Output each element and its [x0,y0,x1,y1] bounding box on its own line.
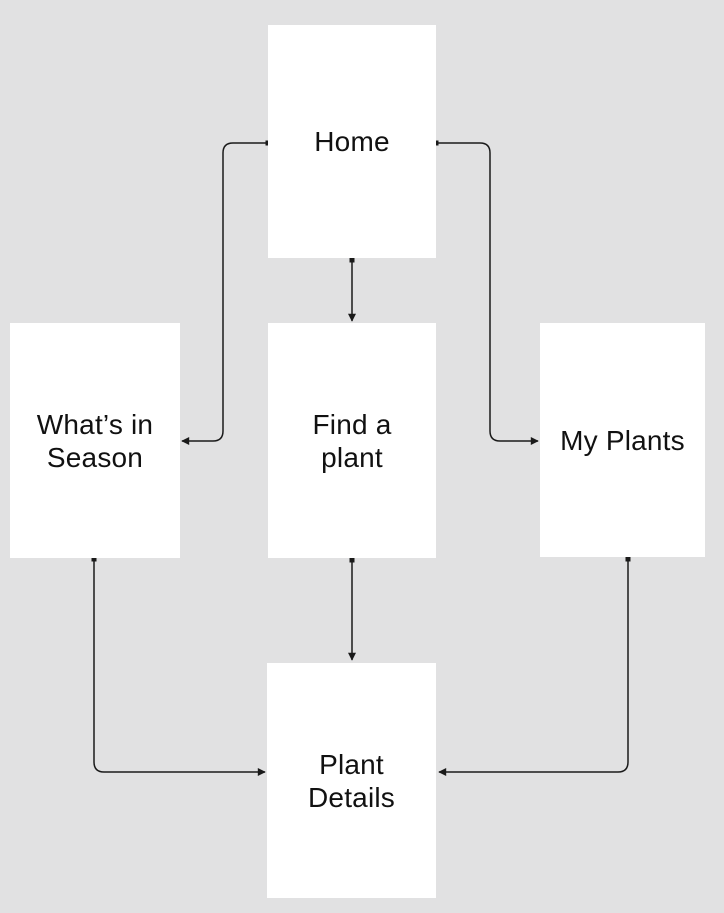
node-whats-in-season[interactable]: What’s in Season [10,323,180,558]
edge-home-to-my-plants [433,140,539,445]
node-my-plants-label: My Plants [560,424,685,457]
node-whats-in-season-label: What’s in Season [37,408,153,474]
node-plant-details-label-line: Plant [319,748,384,780]
node-home[interactable]: Home [268,25,436,258]
node-my-plants-label-line: My Plants [560,424,685,456]
node-plant-details[interactable]: Plant Details [267,663,436,898]
edge-whats-in-season-to-plant-details [91,556,266,776]
node-find-a-plant[interactable]: Find a plant [268,323,436,558]
node-home-label-line: Home [314,126,390,157]
node-find-a-plant-label-line: plant [321,441,383,473]
edge-my-plants-to-plant-details [438,556,631,776]
node-plant-details-label-line: Details [308,781,395,813]
edge-home-to-whats-in-season [181,140,271,445]
node-home-label: Home [314,125,390,158]
node-whats-in-season-label-line: What’s in [36,408,154,440]
node-find-a-plant-label-line: Find a [312,408,392,440]
node-my-plants[interactable]: My Plants [540,323,705,557]
node-whats-in-season-label-line: Season [46,441,144,473]
node-plant-details-label: Plant Details [308,748,395,814]
node-find-a-plant-label: Find a plant [312,408,391,474]
